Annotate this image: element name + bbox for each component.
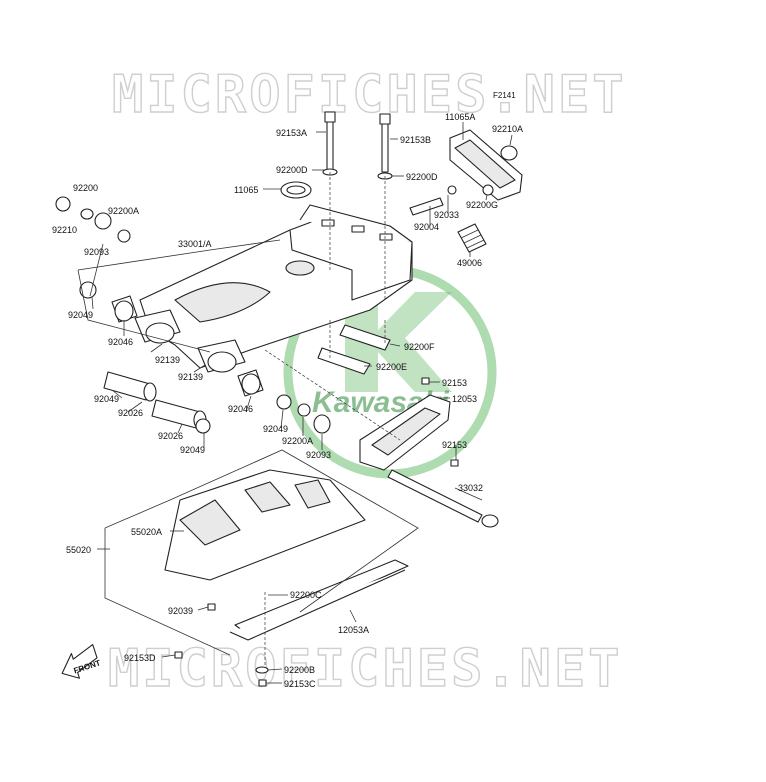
front-direction-badge: FRONT [61,643,102,679]
callout-label: 92200D [276,165,308,175]
callout-label: 92026 [118,408,143,418]
callout-label: 92210 [52,225,77,235]
figure-id: F2141 [493,91,516,100]
callout-label: 55020A [131,527,162,537]
washers [55,196,331,434]
callout-label: 92200A [108,206,139,216]
callout-label: 92153B [400,135,431,145]
callout-label: 49006 [457,258,482,268]
callout-label: 92200G [466,200,498,210]
callout-label: 92049 [180,445,205,455]
callout-label: 12053 [452,394,477,404]
callout-label: 92200E [376,362,407,372]
callout-label: 12053A [338,625,369,635]
chain-guide-12053 [359,394,451,471]
callout-label: 92200A [282,436,313,446]
callout-label: 92200D [406,172,438,182]
callout-label: 92200 [73,183,98,193]
callout-leaders [89,122,513,684]
callout-label: 92046 [108,337,133,347]
cover-55020 [164,469,366,581]
group-brackets [77,239,419,656]
callout-label: 92049 [263,424,288,434]
callout-label: 92139 [178,372,203,382]
reference-lines [264,172,401,668]
callout-label: 92210A [492,124,523,134]
pivot-bosses [134,309,246,373]
callout-label: 92026 [158,431,183,441]
callout-label: 92039 [168,606,193,616]
damper-49006 [457,223,487,253]
swingarm-33001 [139,204,413,369]
axle-33032 [387,469,499,528]
callout-label: 92200B [284,665,315,675]
callout-label: 92153A [276,128,307,138]
callout-label: 92033 [434,210,459,220]
callout-label: 55020 [66,545,91,555]
callout-label: 92153 [442,378,467,388]
plates [317,324,391,375]
bolt-92153B [377,113,393,180]
callout-label: 92153D [124,653,156,663]
callout-labels: 92153A 92153B 11065A 92210A 92200D 92200… [52,112,523,689]
callout-label: 92093 [306,450,331,460]
bracket-11065A [449,129,523,201]
callout-label: 92049 [68,310,93,320]
collar-11065 [280,181,312,199]
callout-label: 92200F [404,342,435,352]
callout-label: 92004 [414,222,439,232]
callout-label: 92093 [84,247,109,257]
callout-label: 92049 [94,394,119,404]
bushing-92046 [111,295,264,397]
bolt-92153A [322,111,338,176]
callout-label: 92046 [228,404,253,414]
stud-92004 [409,185,457,216]
callout-label: 11065 [234,185,258,195]
callout-label: 92153C [284,679,316,689]
watermark-bottom: MICROFICHES.NET [108,639,623,699]
callout-label: 33032 [458,483,483,493]
watermark-top: MICROFICHES.NET [112,65,627,125]
callout-label: 92139 [155,355,180,365]
callout-label: 11065A [445,112,475,122]
callout-label: 92200C [290,590,322,600]
callout-label: 33001/A [178,239,212,249]
callout-label: 92153 [442,440,467,450]
slider-12053A [229,559,409,641]
